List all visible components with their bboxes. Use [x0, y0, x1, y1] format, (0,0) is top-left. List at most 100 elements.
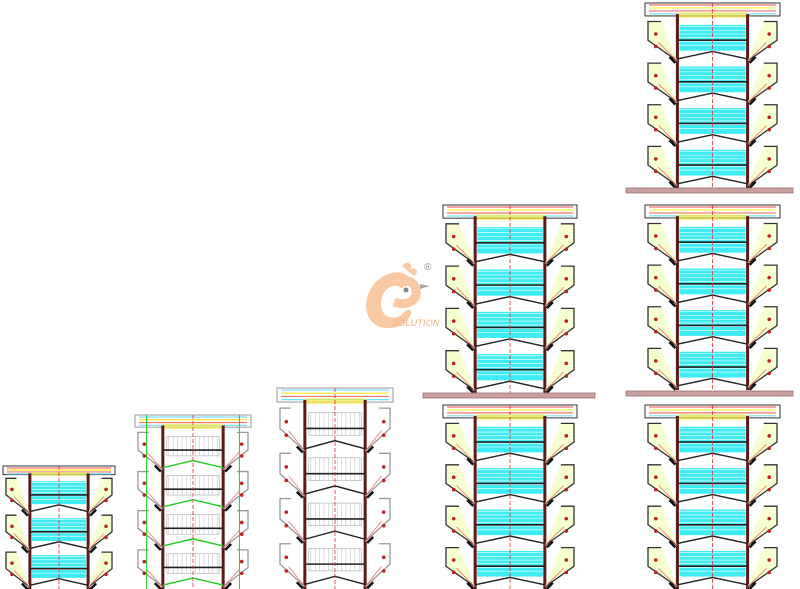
- bolt: [767, 475, 771, 480]
- left-nipple: [295, 536, 304, 544]
- left-hopper: [647, 422, 678, 464]
- right-hopper: [544, 505, 575, 547]
- left-nipple: [466, 343, 475, 352]
- bolt: [451, 529, 456, 533]
- bolt: [654, 359, 658, 363]
- left-nipple: [668, 499, 677, 507]
- bolt: [381, 569, 386, 573]
- cage-unit-5-top: [644, 2, 781, 189]
- bolt: [654, 446, 658, 451]
- cage-floor: [677, 336, 748, 345]
- right-nipple: [89, 582, 98, 589]
- bolt: [654, 529, 658, 533]
- left-hopper: [647, 62, 678, 104]
- right-feed-line: [222, 569, 240, 588]
- right-nipple: [366, 536, 375, 544]
- floor-beam-4: [422, 392, 596, 399]
- right-nipple: [224, 582, 233, 589]
- bolt: [654, 329, 658, 334]
- left-hopper: [279, 452, 306, 497]
- right-hopper: [747, 264, 778, 306]
- bolt: [104, 498, 108, 503]
- bolt: [767, 570, 771, 575]
- bolt: [654, 234, 658, 238]
- cage-unit-4-lower: [442, 404, 578, 589]
- bolt: [142, 571, 147, 576]
- left-feed-line: [288, 566, 306, 587]
- left-feed-line: [658, 443, 678, 464]
- right-nipple: [89, 545, 98, 554]
- bolt: [654, 475, 658, 480]
- right-nipple: [545, 457, 554, 466]
- bolt: [767, 246, 771, 251]
- registered-mark: ®: [424, 262, 432, 273]
- bolt: [239, 532, 244, 536]
- bolt: [104, 535, 108, 540]
- bolt: [239, 559, 244, 564]
- right-hopper: [222, 470, 249, 510]
- right-nipple: [748, 581, 757, 589]
- right-feed-line: [544, 485, 564, 505]
- right-hopper: [544, 422, 575, 464]
- bolt: [654, 169, 658, 174]
- bolt: [654, 44, 658, 49]
- bolt: [767, 317, 771, 322]
- bolt: [142, 559, 147, 564]
- left-hopper: [445, 464, 476, 505]
- cage-unit-5-bottom: [644, 404, 781, 589]
- left-nipple: [466, 581, 475, 589]
- bolt: [767, 169, 771, 174]
- bolt: [10, 572, 14, 577]
- bolt: [10, 524, 14, 529]
- right-nipple: [366, 445, 375, 454]
- bolt: [654, 570, 658, 575]
- left-hopper: [137, 510, 164, 549]
- floor-beam-5-top: [625, 187, 794, 194]
- left-feed-line: [146, 490, 164, 510]
- left-feed-line: [658, 244, 678, 264]
- bolt: [564, 570, 569, 575]
- cage-unit-4-upper: [442, 204, 578, 394]
- left-nipple: [295, 581, 304, 589]
- right-hopper: [747, 306, 778, 347]
- right-nipple: [545, 540, 554, 549]
- bolt: [104, 561, 108, 565]
- left-hopper: [445, 307, 476, 350]
- right-nipple: [748, 499, 757, 507]
- right-hopper: [747, 104, 778, 145]
- left-hopper: [445, 546, 476, 588]
- left-feed-line: [658, 485, 678, 505]
- bolt: [767, 529, 771, 533]
- bolt: [767, 329, 771, 334]
- bolt: [564, 446, 569, 451]
- chicken-e-logo-icon: [366, 262, 430, 328]
- bolt: [381, 478, 386, 483]
- bolt: [767, 487, 771, 492]
- right-feed-line: [364, 566, 382, 587]
- left-hopper: [647, 347, 678, 389]
- right-feed-line: [544, 329, 564, 349]
- right-hopper: [747, 222, 778, 264]
- left-nipple: [668, 457, 677, 466]
- right-hopper: [222, 431, 249, 471]
- left-hopper: [137, 549, 164, 588]
- bolt: [767, 44, 771, 49]
- right-nipple: [748, 97, 757, 106]
- bolt: [654, 434, 658, 438]
- left-feed-line: [658, 526, 678, 546]
- bolt: [564, 331, 569, 336]
- left-hopper: [445, 422, 476, 464]
- bolt: [104, 572, 108, 577]
- bolt: [654, 115, 658, 120]
- left-hopper: [279, 407, 306, 452]
- cage-unit-3: [276, 387, 394, 589]
- cage-unit-1: [2, 465, 116, 589]
- left-nipple: [668, 97, 677, 106]
- cage-floor: [304, 530, 366, 540]
- bolt: [767, 73, 771, 78]
- bolt: [564, 374, 569, 378]
- left-feed-line: [456, 286, 476, 307]
- left-nipple: [668, 139, 677, 148]
- left-hopper: [5, 477, 31, 514]
